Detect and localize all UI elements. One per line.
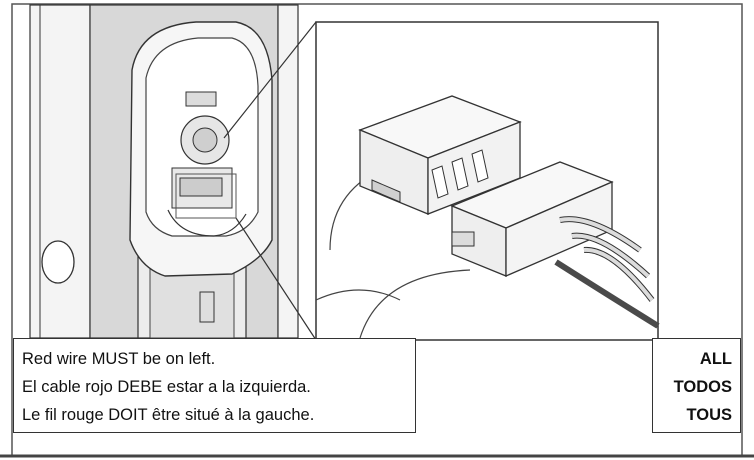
zoom-source-marker bbox=[175, 173, 237, 219]
red-wire bbox=[554, 259, 660, 329]
applies-to-all-box: ALL TODOS TOUS bbox=[652, 338, 741, 433]
tag-line-en: ALL bbox=[699, 350, 732, 368]
caption-line-fr: Le fil rouge DOIT être situé à la gauche… bbox=[22, 406, 315, 424]
door-hole-icon bbox=[41, 240, 75, 284]
magnified-connector-view bbox=[315, 21, 660, 341]
caption-line-en: Red wire MUST be on left. bbox=[22, 350, 216, 368]
zoom-line-bottom bbox=[235, 217, 317, 341]
tag-line-fr: TOUS bbox=[686, 406, 732, 424]
tag-line-es: TODOS bbox=[673, 378, 732, 396]
wire-instruction-box: Red wire MUST be on left. El cable rojo … bbox=[13, 338, 416, 433]
caption-line-es: El cable rojo DEBE estar a la izquierda. bbox=[22, 378, 311, 396]
zoom-line-top bbox=[223, 21, 317, 139]
